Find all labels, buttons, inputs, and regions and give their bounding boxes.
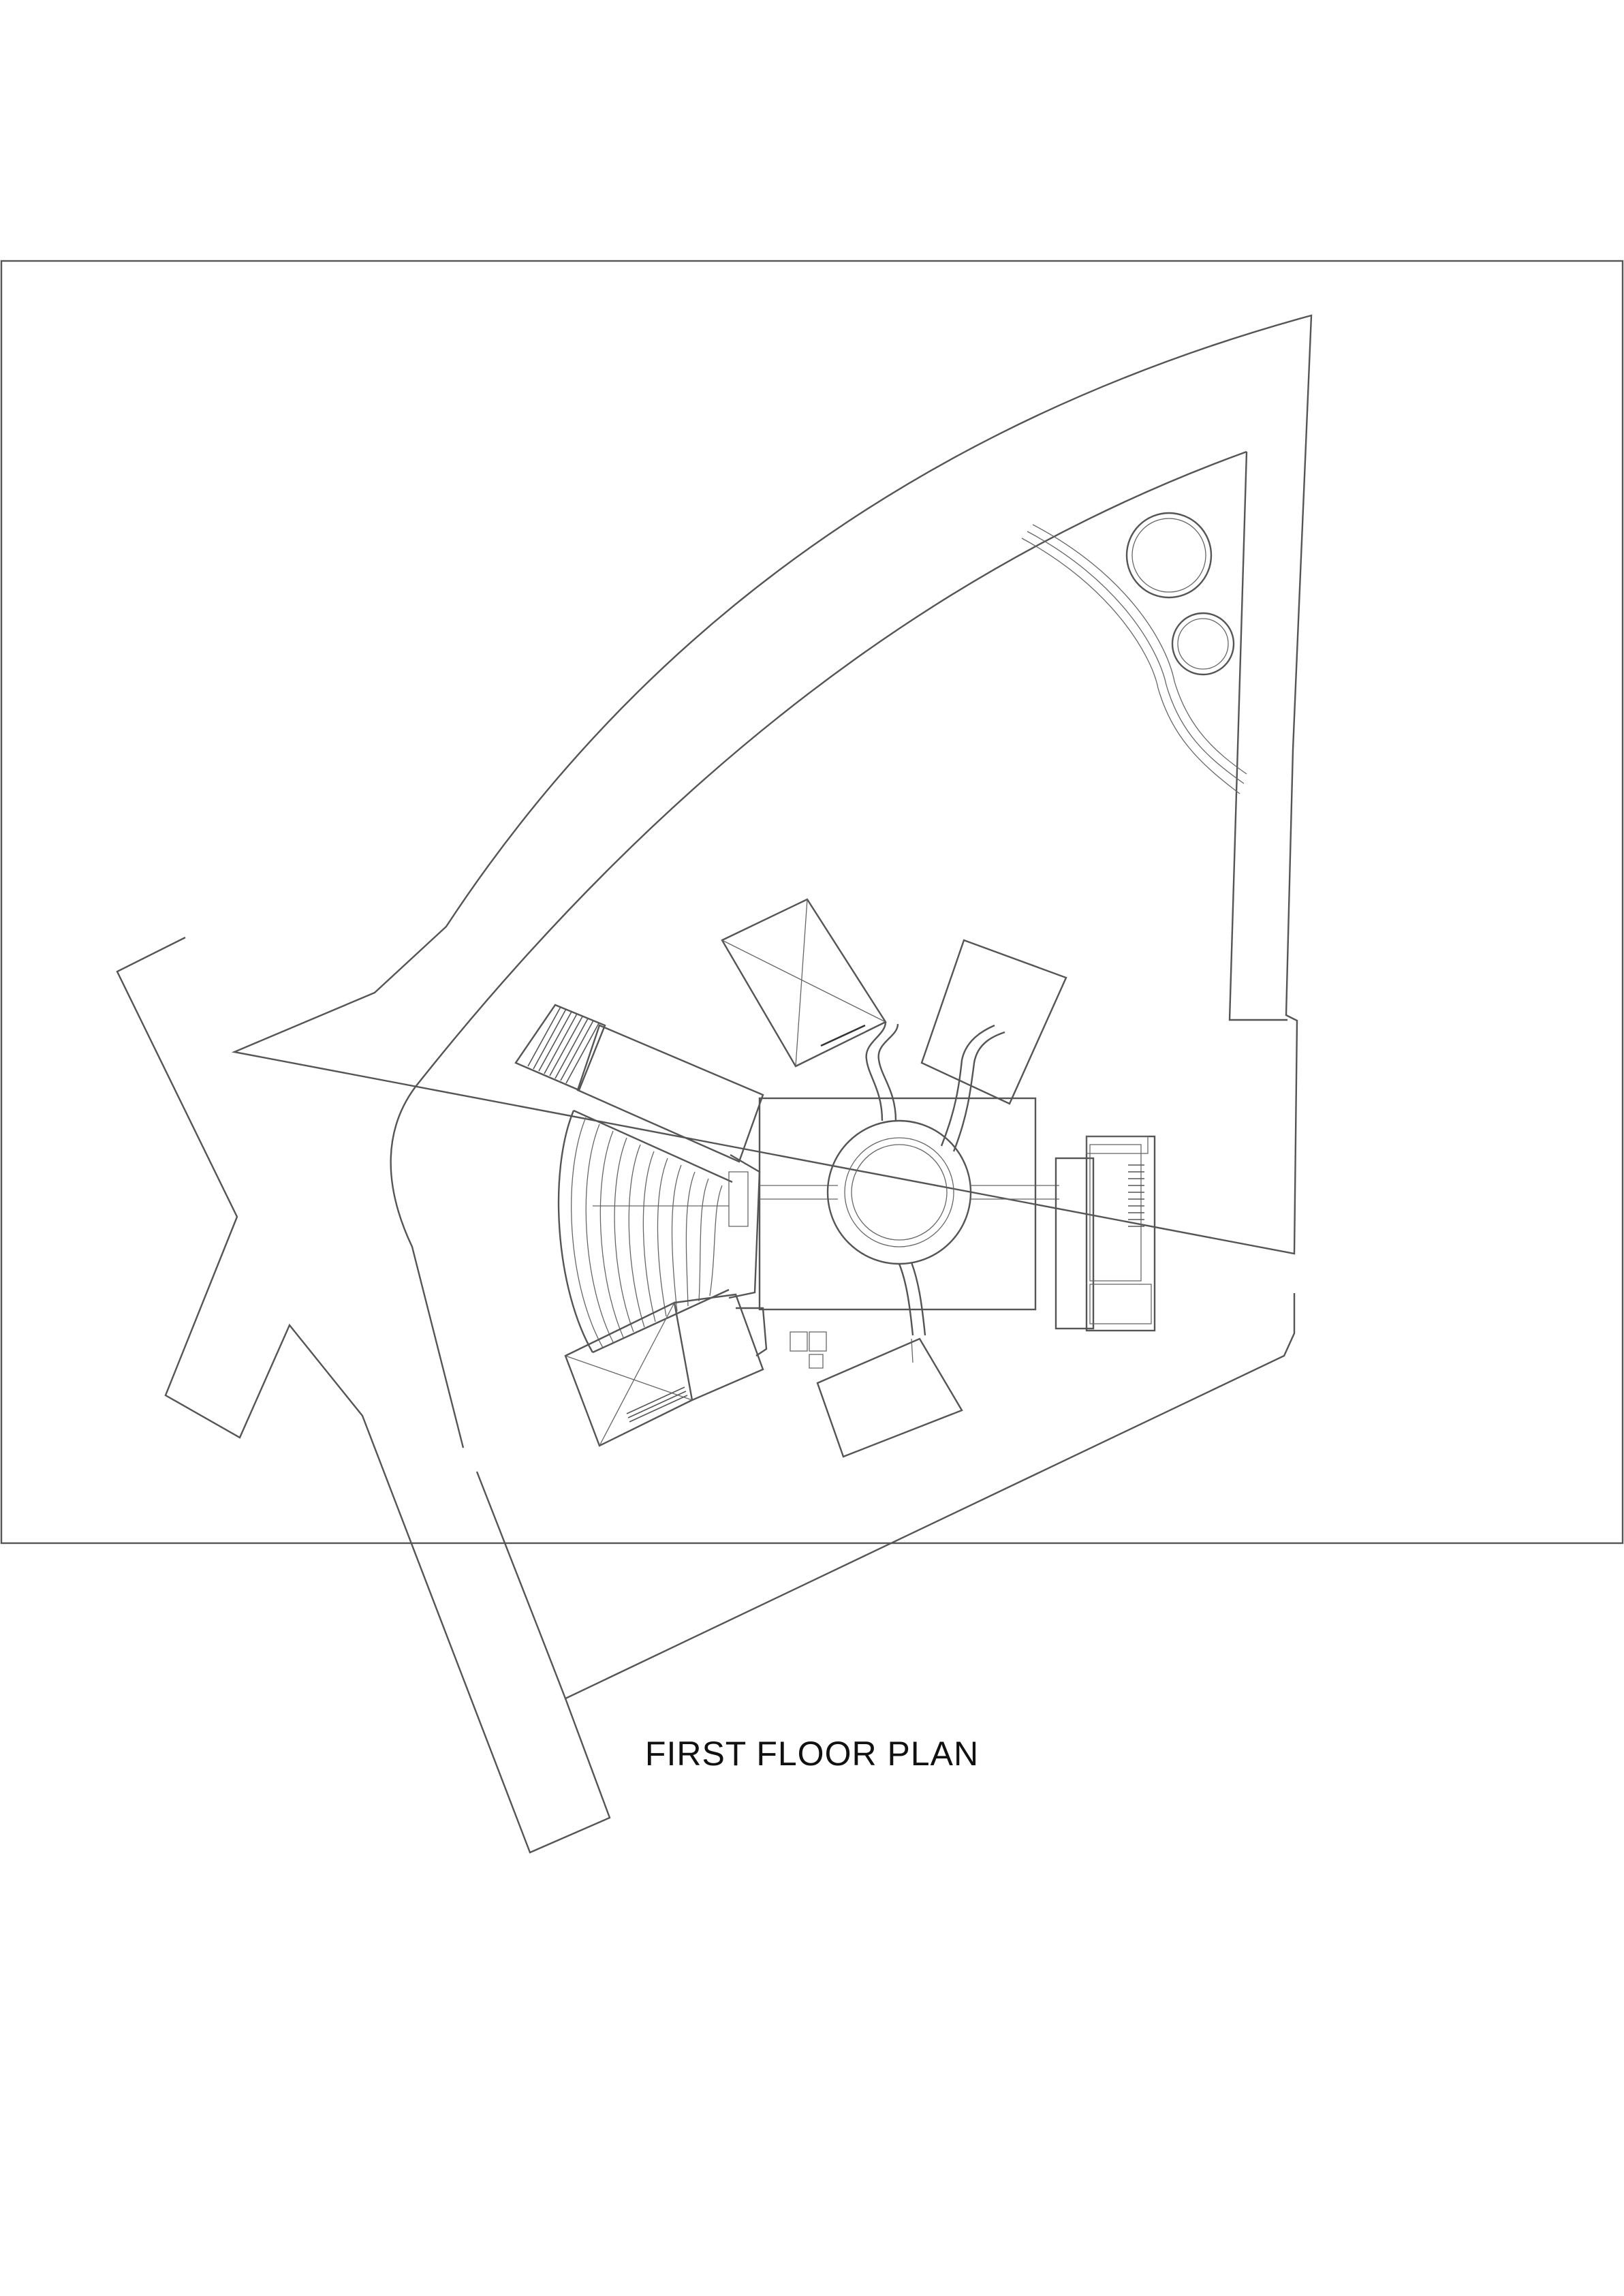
lower-left-room [564, 1293, 764, 1447]
east-wing [1055, 1135, 1156, 1332]
access-road [116, 314, 1313, 1854]
drawing-title: FIRST FLOOR PLAN [644, 1735, 980, 1773]
service-blocks [736, 1307, 827, 1369]
inner-site-boundary [390, 450, 1287, 1699]
auditorium-block [514, 1004, 764, 1354]
north-pavilion [721, 898, 887, 1068]
central-hall [758, 1097, 1059, 1311]
northeast-pavilion [920, 939, 1067, 1105]
sheet-border [0, 260, 1624, 1545]
walkways [865, 1021, 1005, 1336]
landscape-curves [1021, 524, 1247, 794]
circular-features [1125, 512, 1235, 676]
south-pavilion [816, 1337, 963, 1458]
